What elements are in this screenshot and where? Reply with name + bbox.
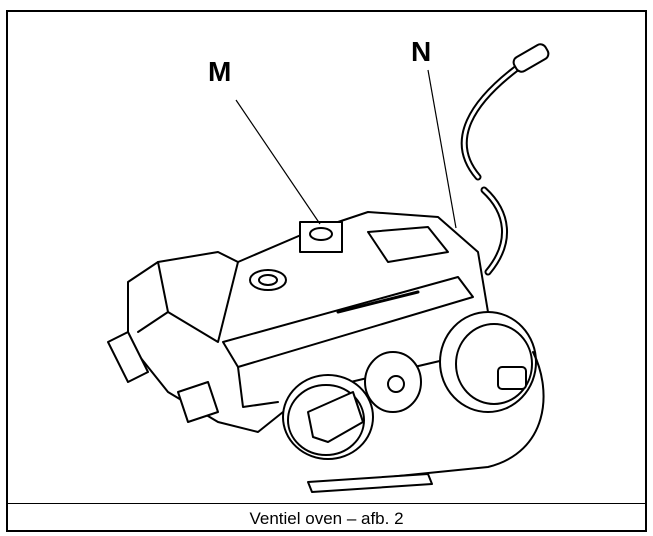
capillary-tube xyxy=(460,56,532,181)
figure-frame: M N Ventiel oven – afb. 2 xyxy=(6,10,647,532)
sensor-bulb xyxy=(307,473,433,493)
valve-illustration xyxy=(8,12,645,503)
caption-divider xyxy=(8,503,645,504)
callout-m: M xyxy=(208,56,232,87)
valve-bar xyxy=(222,276,474,368)
figure-caption: Ventiel oven – afb. 2 xyxy=(249,509,404,528)
callout-n: N xyxy=(411,36,432,67)
